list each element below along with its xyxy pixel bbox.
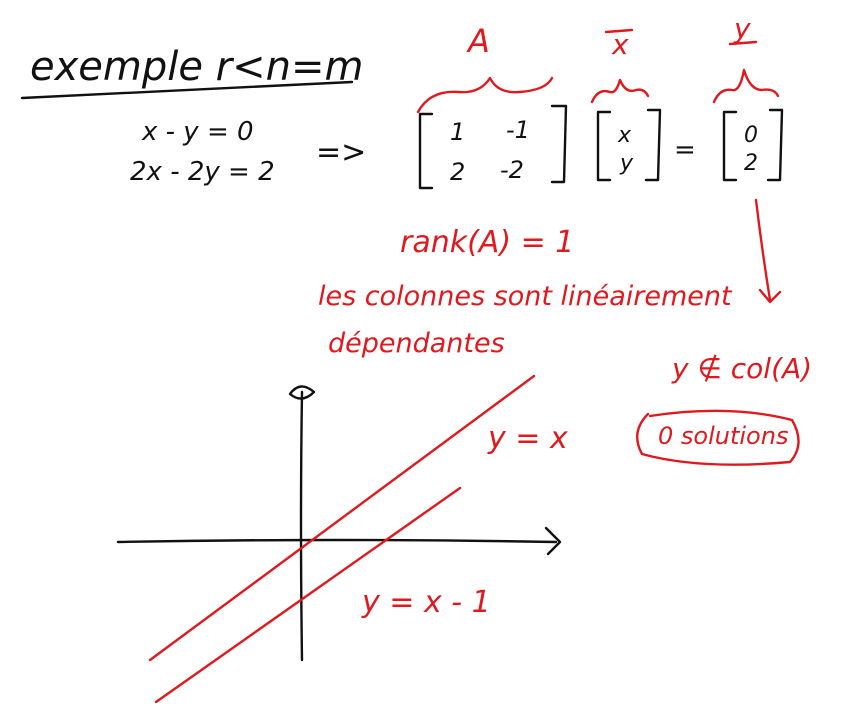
label-matrix-a: A (466, 22, 490, 60)
label-y-bar (728, 40, 758, 46)
y-axis-arrowhead (288, 385, 316, 400)
title-underline (20, 80, 354, 100)
matrix-a-r2c1: 2 (450, 158, 465, 186)
title: exemple r<n=m (30, 44, 363, 90)
brace-over-x (590, 78, 650, 104)
vector-x-left-bracket (596, 110, 612, 182)
brace-over-y (712, 68, 780, 104)
vector-y-r2: 2 (744, 151, 758, 176)
matrix-a-r2c2: -2 (500, 156, 524, 184)
matrix-a-r1c1: 1 (450, 118, 465, 146)
columns-note-line1: les colonnes sont linéairement (318, 281, 733, 312)
vector-x-r2: y (619, 151, 634, 176)
not-in-column-space: y ∉ col(A) (671, 352, 812, 385)
label-vector-y: y (733, 12, 751, 45)
vector-x-right-bracket (644, 108, 662, 182)
x-axis (116, 538, 558, 544)
brace-over-a (416, 76, 554, 114)
rank-note: rank(A) = 1 (400, 225, 574, 260)
vector-y-r1: 0 (744, 123, 758, 148)
vector-y-right-bracket (766, 108, 784, 182)
vector-x-r1: x (617, 123, 632, 148)
line-label-y-equals-x-minus-1: y = x - 1 (361, 585, 491, 620)
label-vector-x: x (611, 28, 629, 61)
equation-2: 2x - 2y = 2 (130, 157, 275, 187)
y-axis (299, 390, 304, 662)
implies-arrow: => (316, 135, 366, 170)
matrix-a-left-bracket (418, 112, 434, 190)
line-y-equals-x-minus-1 (154, 486, 462, 704)
matrix-a-r1c2: -1 (506, 116, 530, 144)
vector-y-left-bracket (722, 110, 738, 182)
matrix-a-right-bracket (550, 104, 568, 184)
arrow-down-line (754, 198, 772, 302)
arrow-down-head (758, 288, 782, 304)
line-label-y-equals-x: y = x (487, 421, 568, 456)
equals-sign: = (674, 135, 696, 165)
line-y-equals-x (148, 374, 536, 662)
solutions-oval (636, 409, 800, 466)
solutions-count: 0 solutions (658, 422, 788, 450)
equation-1: x - y = 0 (141, 117, 254, 147)
columns-note-line2: dépendantes (328, 328, 505, 359)
x-axis-arrowhead (544, 526, 562, 556)
label-x-bar (604, 28, 634, 34)
